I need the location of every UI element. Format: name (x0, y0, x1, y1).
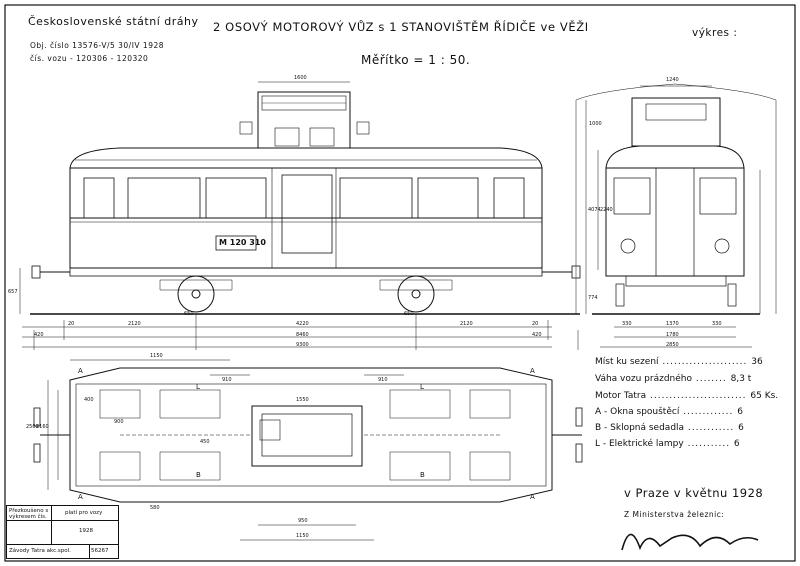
spec-value: 65 Ks. (750, 391, 779, 401)
dim-plan-bottom-1: 950 (298, 518, 308, 524)
spec-row: B - Sklopná sedadla ............ 6 (595, 423, 744, 433)
spec-leader: ........ (692, 374, 731, 384)
spec-label: Váha vozu prázdného (595, 374, 692, 384)
plan-label-b2: B (420, 471, 425, 479)
plan-view (33, 367, 583, 503)
dim-end-w1: 1780 (666, 332, 679, 338)
dim-end-h4: 774 (588, 295, 598, 301)
dim-plan-misc-2: 900 (114, 419, 124, 425)
dim-tower-width: 1600 (294, 75, 307, 81)
dim-end-right: 420 (532, 332, 542, 338)
dim-plan-width-2: 2160 (36, 424, 49, 430)
side-dimensions (19, 81, 579, 350)
spec-row: Motor Tatra ......................... 65… (595, 391, 778, 401)
spec-row: Míst ku sezení ...................... 36 (595, 357, 763, 367)
plan-label-a3: A (78, 493, 83, 501)
dim-axle-left: 650 (184, 311, 194, 317)
sheet-border (4, 4, 796, 562)
end-dimensions (585, 85, 761, 348)
dim-plan-misc-4: 1550 (296, 397, 309, 403)
spec-leader: ......................... (646, 391, 751, 401)
stamp-row3-left: Závody Tatra akc.spol. (9, 548, 71, 554)
plan-dimensions (47, 359, 404, 541)
spec-leader: ............. (679, 407, 738, 417)
plan-label-l2: L (420, 383, 424, 391)
spec-label: Míst ku sezení (595, 357, 659, 367)
dim-end-w2: 2850 (666, 342, 679, 348)
stamp-row1-left: Přezkoušeno s výkresem čís. (9, 508, 49, 521)
dim-side-3: 4220 (296, 321, 309, 327)
spec-leader: ...................... (658, 357, 752, 367)
spec-leader: ........... (683, 439, 734, 449)
dim-plan-inner-1: 910 (222, 377, 232, 383)
side-view (30, 91, 581, 315)
dim-plan-misc-3: 450 (200, 439, 210, 445)
spec-label: B - Sklopná sedadla (595, 423, 685, 433)
spec-row: Váha vozu prázdného ........ 8,3 t (595, 374, 751, 384)
dim-axle-right: 650 (404, 311, 414, 317)
railway-name: Československé státní dráhy (28, 15, 199, 28)
dim-end-left: 420 (34, 332, 44, 338)
dim-side-5: 20 (532, 321, 539, 327)
spec-label: Motor Tatra (595, 391, 647, 401)
plan-label-l1: L (196, 383, 200, 391)
order-number: Obj. číslo 13576-V/5 30/IV 1928 (30, 41, 165, 50)
spec-leader: ............ (684, 423, 739, 433)
dim-side-2: 2120 (128, 321, 141, 327)
spec-label: L - Elektrické lampy (595, 439, 684, 449)
dim-plan-misc-1: 400 (84, 397, 94, 403)
approval-stamp: Přezkoušeno s výkresem čís. platí pro vo… (6, 505, 119, 559)
stamp-divider-v2 (89, 544, 90, 558)
plan-label-b1: B (196, 471, 201, 479)
dim-end-h3: 2240 (600, 207, 613, 213)
spec-label: A - Okna spouštěcí (595, 407, 680, 417)
spec-row: L - Elektrické lampy ........... 6 (595, 439, 740, 449)
dim-plan-width-1: 2500 (26, 424, 39, 430)
dim-wheel-height: 657 (8, 289, 18, 295)
dim-plan-inner-2: 910 (378, 377, 388, 383)
dim-plan-misc-5: 580 (150, 505, 160, 511)
dim-total: 9300 (296, 342, 309, 348)
place-date: v Praze v květnu 1928 (624, 486, 764, 500)
dim-overall: 8460 (296, 332, 309, 338)
dim-plan-bottom-2: 1150 (296, 533, 309, 539)
scale-label: Měřítko = 1 : 50. (361, 53, 471, 67)
end-view (575, 83, 777, 315)
dim-end-h2: 4074 (588, 207, 601, 213)
dim-end-top: 1240 (666, 77, 679, 83)
plan-label-a2: A (530, 367, 535, 375)
car-marking: M 120 310 (219, 238, 266, 247)
car-numbers: čís. vozu - 120306 - 120320 (30, 54, 149, 63)
stamp-divider-h1 (7, 520, 118, 521)
stamp-row3-right: 56267 (91, 548, 109, 554)
signature-scribble (621, 533, 759, 551)
ministry-label: Z Ministerstva železnic: (624, 510, 725, 519)
drawing-number-label: výkres : (692, 27, 738, 39)
drawing-title: 2 OSOVÝ MOTOROVÝ VŮZ s 1 STANOVIŠTĚM ŘÍD… (213, 20, 589, 34)
dim-end-b1: 330 (622, 321, 632, 327)
dim-side-4: 2120 (460, 321, 473, 327)
dim-side-1: 20 (68, 321, 75, 327)
dim-end-b2: 1370 (666, 321, 679, 327)
dim-end-h1: 1000 (589, 121, 602, 127)
spec-value: 6 (738, 423, 744, 433)
stamp-row2: 1928 (79, 528, 93, 534)
plan-label-a1: A (78, 367, 83, 375)
stamp-divider-h2 (7, 544, 118, 545)
spec-value: 6 (737, 407, 743, 417)
spec-value: 8,3 t (730, 374, 752, 384)
spec-value: 36 (751, 357, 763, 367)
dim-end-b3: 330 (712, 321, 722, 327)
spec-value: 6 (733, 439, 740, 449)
plan-label-a4: A (530, 493, 535, 501)
dim-plan-top: 1150 (150, 353, 163, 359)
stamp-row1-right: platí pro vozy (65, 510, 103, 516)
spec-row: A - Okna spouštěcí ............. 6 (595, 407, 743, 417)
stamp-divider-v (51, 506, 52, 544)
